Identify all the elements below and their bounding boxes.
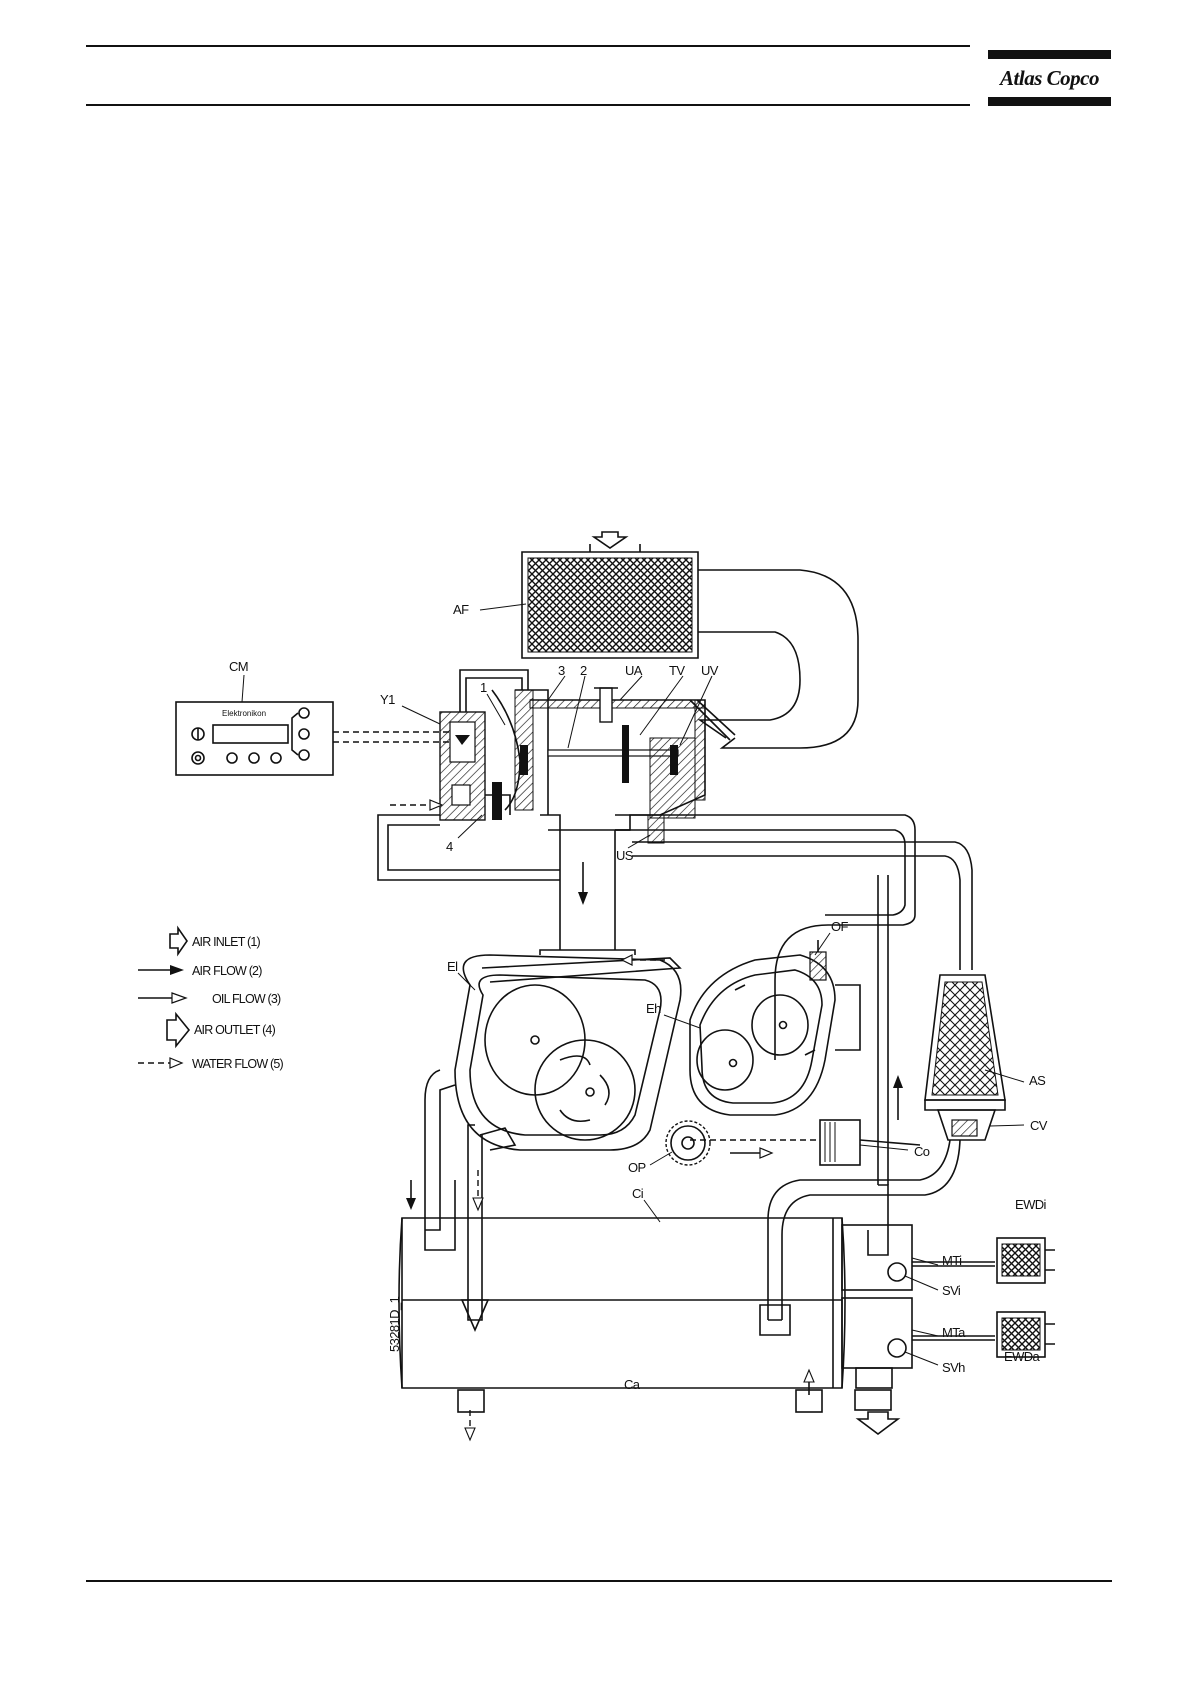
label-svi: SVi — [942, 1283, 961, 1298]
air-filter — [522, 544, 858, 748]
cooler-pipes — [425, 1070, 888, 1335]
legend-label-air-inlet: AIR INLET (1) — [192, 935, 260, 949]
label-ci: Ci — [632, 1186, 644, 1201]
legend-symbol-air-outlet — [167, 1014, 189, 1046]
label-us: US — [616, 848, 634, 863]
label-af: AF — [453, 602, 469, 617]
legend-label-air-outlet: AIR OUTLET (4) — [194, 1023, 276, 1037]
air-flow-arrow-down — [578, 862, 588, 905]
water-line-y1 — [390, 800, 442, 810]
label-op: OP — [628, 1160, 646, 1175]
label-as: AS — [1029, 1073, 1046, 1088]
label-ewdi: EWDi — [1015, 1197, 1047, 1212]
legend-label-water-flow: WATER FLOW (5) — [192, 1057, 284, 1071]
label-cm: CM — [229, 659, 248, 674]
control-cable — [333, 732, 450, 742]
drain-ewdi — [912, 1238, 1055, 1283]
legend-symbol-oil-flow — [138, 993, 186, 1003]
label-el: El — [447, 959, 458, 974]
controller-module: Elektronikon — [176, 702, 333, 775]
label-cv: CV — [1030, 1118, 1048, 1133]
air-separator — [925, 975, 1005, 1110]
label-svh: SVh — [942, 1360, 965, 1375]
label-of: OF — [831, 919, 849, 934]
drawing-ref-number: 53281D_1 — [387, 1296, 402, 1352]
label-mti: MTi — [942, 1253, 962, 1268]
component-labels: AF CM Y1 1 3 2 UA TV UV 4 US OF El Eh AS… — [229, 602, 1048, 1392]
label-y1: Y1 — [380, 692, 395, 707]
legend-label-oil-flow: OIL FLOW (3) — [212, 992, 281, 1006]
label-eh: Eh — [646, 1001, 661, 1016]
air-outlet-arrow — [858, 1412, 898, 1434]
svg-text:Elektronikon: Elektronikon — [222, 709, 266, 718]
oil-pump — [666, 1121, 710, 1165]
label-co: Co — [914, 1144, 930, 1159]
label-mta: MTa — [942, 1325, 966, 1340]
label-3: 3 — [558, 663, 565, 678]
label-ewda: EWDa — [1004, 1349, 1041, 1364]
legend-symbol-water-flow — [138, 1058, 182, 1068]
low-pressure-element — [455, 955, 681, 1150]
cooler-connections — [458, 1390, 891, 1412]
legend: AIR INLET (1) AIR FLOW (2) OIL FLOW (3) … — [138, 928, 284, 1071]
water-cooler — [399, 1218, 912, 1388]
legend-symbol-air-flow — [138, 965, 184, 975]
legend-symbol-air-inlet — [170, 928, 187, 954]
label-ua: UA — [625, 663, 643, 678]
label-uv: UV — [701, 663, 719, 678]
label-4: 4 — [446, 839, 453, 854]
oil-cooler — [820, 1120, 920, 1165]
air-inlet-arrow — [594, 532, 626, 548]
legend-label-air-flow: AIR FLOW (2) — [192, 964, 262, 978]
label-1: 1 — [480, 680, 487, 695]
unloader-assembly — [492, 688, 735, 950]
leader-lines — [242, 604, 1024, 1365]
label-ca: Ca — [624, 1377, 641, 1392]
label-2: 2 — [580, 663, 587, 678]
air-flow-arrow-up — [893, 1075, 903, 1120]
label-tv: TV — [669, 663, 685, 678]
